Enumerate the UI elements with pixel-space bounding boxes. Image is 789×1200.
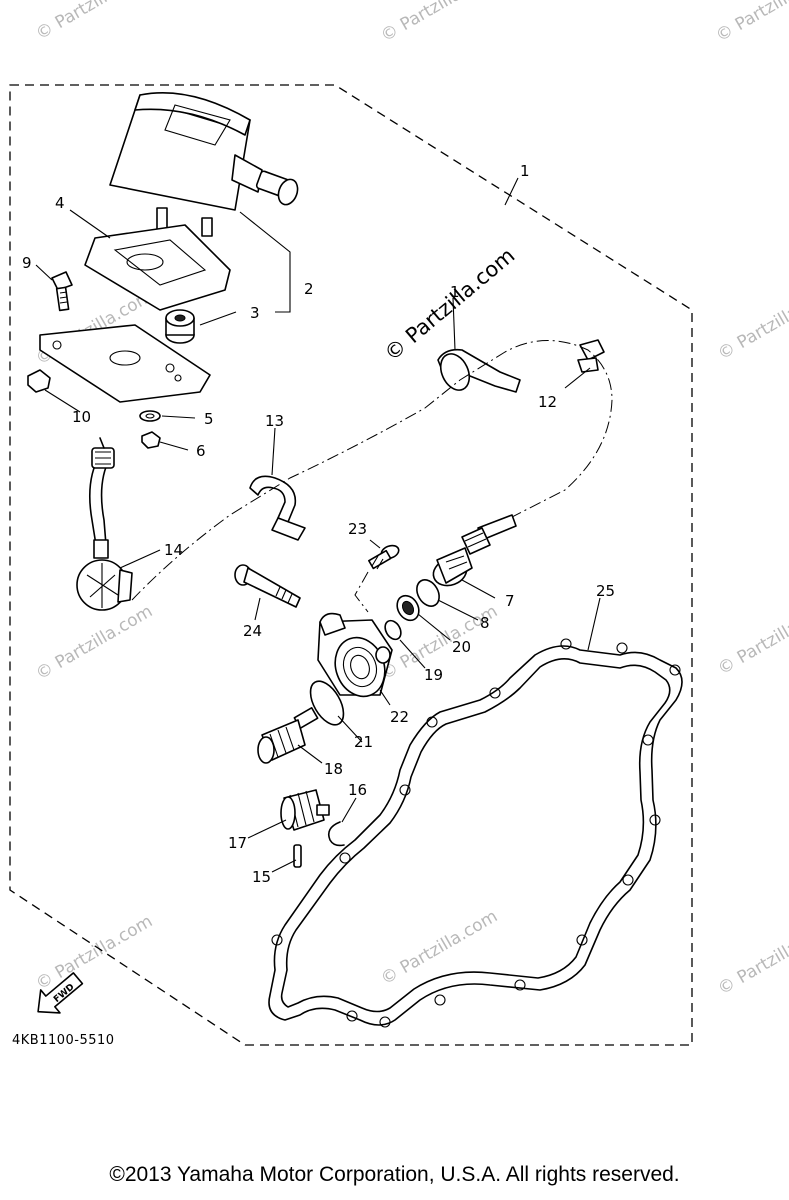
watermark-faint: © Partzilla.com bbox=[33, 0, 157, 44]
driven-gear-17 bbox=[280, 789, 330, 831]
callout-1: 1 bbox=[520, 162, 530, 180]
watermark-faint: © Partzilla.com bbox=[33, 601, 157, 684]
callout-4: 4 bbox=[55, 194, 65, 212]
watermark-faint: © Partzilla.com bbox=[33, 911, 157, 994]
gear-housing-22 bbox=[317, 612, 393, 698]
callout-15: 15 bbox=[252, 868, 271, 886]
watermark-faint: © Partzilla.com bbox=[715, 916, 789, 999]
leader-lines bbox=[35, 177, 601, 873]
meter-plate bbox=[39, 324, 211, 403]
cable-clamp-13 bbox=[249, 475, 306, 541]
watermark-faint: © Partzilla.com bbox=[715, 596, 789, 679]
callout-8: 8 bbox=[480, 614, 490, 632]
callout-9: 9 bbox=[22, 254, 32, 272]
meter-unit bbox=[109, 92, 299, 237]
callout-16: 16 bbox=[348, 781, 367, 799]
callout-17: 17 bbox=[228, 834, 247, 852]
callout-18: 18 bbox=[324, 760, 343, 778]
meter-cable-upper bbox=[76, 437, 133, 611]
callout-labels: 1 1 2 3 4 5 6 7 8 9 10 12 13 14 15 16 17… bbox=[22, 162, 615, 886]
bolt-23 bbox=[368, 544, 400, 570]
callout-20: 20 bbox=[452, 638, 471, 656]
watermark-faint: © Partzilla.com bbox=[713, 0, 789, 46]
callout-5: 5 bbox=[204, 410, 214, 428]
meter-cable-lower bbox=[432, 514, 517, 587]
gasket-25 bbox=[268, 638, 683, 1028]
circlip-16 bbox=[327, 821, 345, 847]
o-ring-21 bbox=[309, 680, 345, 726]
pin-15 bbox=[293, 844, 302, 868]
callout-21: 21 bbox=[354, 733, 373, 751]
o-ring-8 bbox=[416, 579, 440, 607]
meter-bracket bbox=[84, 224, 231, 311]
callout-12: 12 bbox=[538, 393, 557, 411]
grommet bbox=[165, 309, 195, 344]
assembly-boundary bbox=[9, 84, 693, 1046]
callout-2: 2 bbox=[304, 280, 314, 298]
watermark-faint: © Partzilla.com bbox=[715, 281, 789, 364]
callout-10: 10 bbox=[72, 408, 91, 426]
bolt-24 bbox=[234, 564, 301, 608]
callout-24: 24 bbox=[243, 622, 262, 640]
drive-gear-18 bbox=[257, 707, 319, 764]
watermark-faint: © Partzilla.com bbox=[378, 0, 502, 46]
callout-7: 7 bbox=[505, 592, 515, 610]
cable-band bbox=[437, 348, 521, 393]
cable-route bbox=[131, 340, 613, 601]
callout-13: 13 bbox=[265, 412, 284, 430]
watermark-main: © Partzilla.com bbox=[380, 243, 520, 366]
callout-19: 19 bbox=[424, 666, 443, 684]
callout-1-band: 1 bbox=[450, 283, 460, 301]
small-clamp-12 bbox=[577, 339, 605, 373]
nut-10 bbox=[27, 369, 51, 393]
washer-5 bbox=[139, 410, 161, 422]
callout-22: 22 bbox=[390, 708, 409, 726]
nut-6 bbox=[141, 431, 161, 449]
callout-14: 14 bbox=[164, 541, 183, 559]
bolt-23-line bbox=[354, 571, 369, 613]
callout-25: 25 bbox=[596, 582, 615, 600]
diagram-code: 4KB1100-5510 bbox=[12, 1033, 115, 1048]
washer-19 bbox=[384, 619, 402, 641]
bolt-9 bbox=[51, 271, 73, 312]
oil-seal-20 bbox=[396, 594, 420, 622]
callout-23: 23 bbox=[348, 520, 367, 538]
callout-3: 3 bbox=[250, 304, 260, 322]
callout-6: 6 bbox=[196, 442, 206, 460]
copyright-notice: ©2013 Yamaha Motor Corporation, U.S.A. A… bbox=[109, 1163, 680, 1186]
